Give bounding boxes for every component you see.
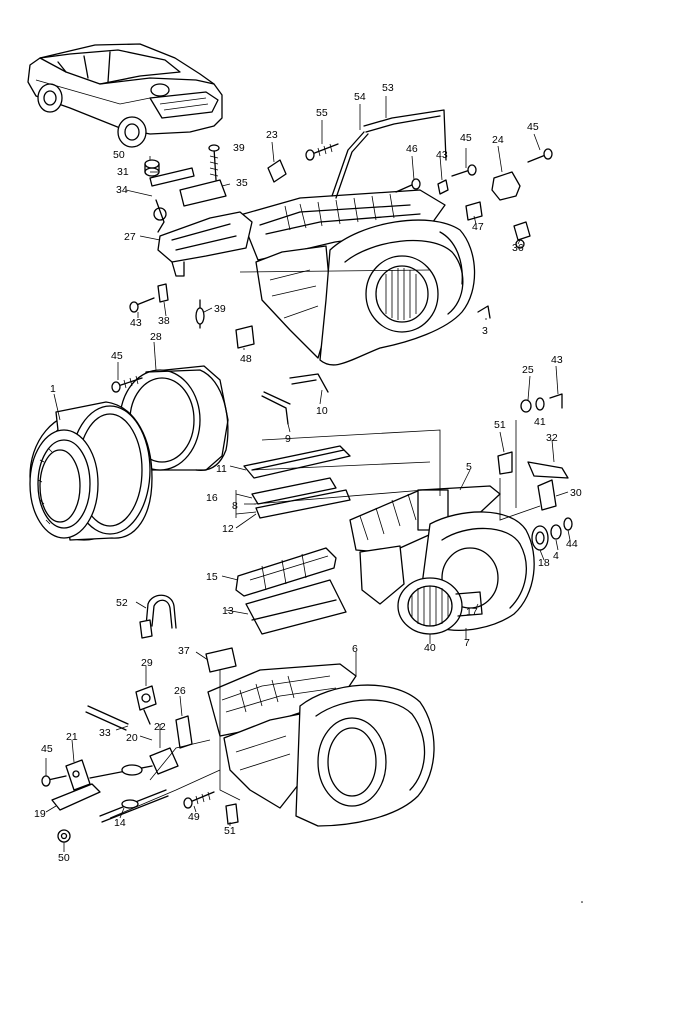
callout-30: 30 — [570, 487, 582, 499]
callout-31: 31 — [117, 166, 129, 178]
callout-55: 55 — [316, 107, 328, 119]
callout-36: 36 — [512, 242, 524, 254]
callout-41: 41 — [534, 416, 546, 428]
callout-14: 14 — [114, 817, 126, 829]
callout-52: 52 — [116, 597, 128, 609]
callout-10: 10 — [316, 405, 328, 417]
callout-51: 51 — [494, 419, 506, 431]
callout-4: 4 — [553, 550, 559, 562]
callout-1: 1 — [50, 383, 56, 395]
callout-50: 50 — [113, 149, 125, 161]
leader-lines — [45, 96, 571, 852]
callout-33: 33 — [99, 727, 111, 739]
callout-22: 22 — [154, 721, 166, 733]
callout-44: 44 — [566, 538, 578, 550]
middle-housing-assembly — [235, 393, 573, 635]
callout-18: 18 — [538, 557, 550, 569]
callout-34: 34 — [116, 184, 128, 196]
callout-40: 40 — [424, 642, 436, 654]
callout-32: 32 — [546, 432, 558, 444]
stray-dot — [581, 901, 583, 903]
callout-19: 19 — [34, 808, 46, 820]
callout-9: 9 — [285, 433, 291, 445]
callout-20: 20 — [126, 732, 138, 744]
callout-15: 15 — [206, 571, 218, 583]
callout-35: 35 — [236, 177, 248, 189]
callout-29: 29 — [141, 657, 153, 669]
callout-54: 54 — [354, 91, 366, 103]
callout-11: 11 — [216, 463, 227, 475]
callout-7: 7 — [464, 637, 470, 649]
callout-39: 39 — [233, 142, 245, 154]
callout-27: 27 — [124, 231, 136, 243]
callout-46: 46 — [406, 143, 418, 155]
callout-12: 12 — [222, 523, 234, 535]
callout-16: 16 — [206, 492, 218, 504]
callout-23: 23 — [266, 129, 278, 141]
callout-25: 25 — [522, 364, 534, 376]
callout-24: 24 — [492, 134, 504, 146]
callout-45: 45 — [111, 350, 123, 362]
callout-6: 6 — [352, 643, 358, 655]
vehicle-sketch — [27, 43, 223, 148]
callout-51: 51 — [224, 825, 236, 837]
callout-26: 26 — [174, 685, 186, 697]
lower-housing-assembly — [41, 594, 435, 843]
callout-37: 37 — [178, 645, 190, 657]
callout-21: 21 — [66, 731, 78, 743]
callout-43: 43 — [436, 149, 448, 161]
callout-3: 3 — [482, 325, 488, 337]
callout-49: 49 — [188, 811, 200, 823]
callout-labels: 53 54 55 45 45 24 23 46 43 39 50 31 35 3… — [34, 82, 582, 864]
callout-45: 45 — [527, 121, 539, 133]
callout-45: 45 — [460, 132, 472, 144]
callout-39: 39 — [214, 303, 226, 315]
callout-43: 43 — [551, 354, 563, 366]
callout-28: 28 — [150, 331, 162, 343]
callout-50: 50 — [58, 852, 70, 864]
callout-13: 13 — [222, 605, 234, 617]
callout-38: 38 — [158, 315, 170, 327]
callout-47: 47 — [472, 221, 484, 233]
callout-8: 8 — [232, 500, 238, 512]
callout-5: 5 — [466, 461, 472, 473]
upper-housing-assembly — [129, 109, 553, 425]
callout-43: 43 — [130, 317, 142, 329]
callout-17: 17 — [466, 606, 478, 618]
callout-45: 45 — [41, 743, 53, 755]
filter-and-ring — [29, 365, 229, 541]
callout-48: 48 — [240, 353, 252, 365]
callout-53: 53 — [382, 82, 394, 94]
